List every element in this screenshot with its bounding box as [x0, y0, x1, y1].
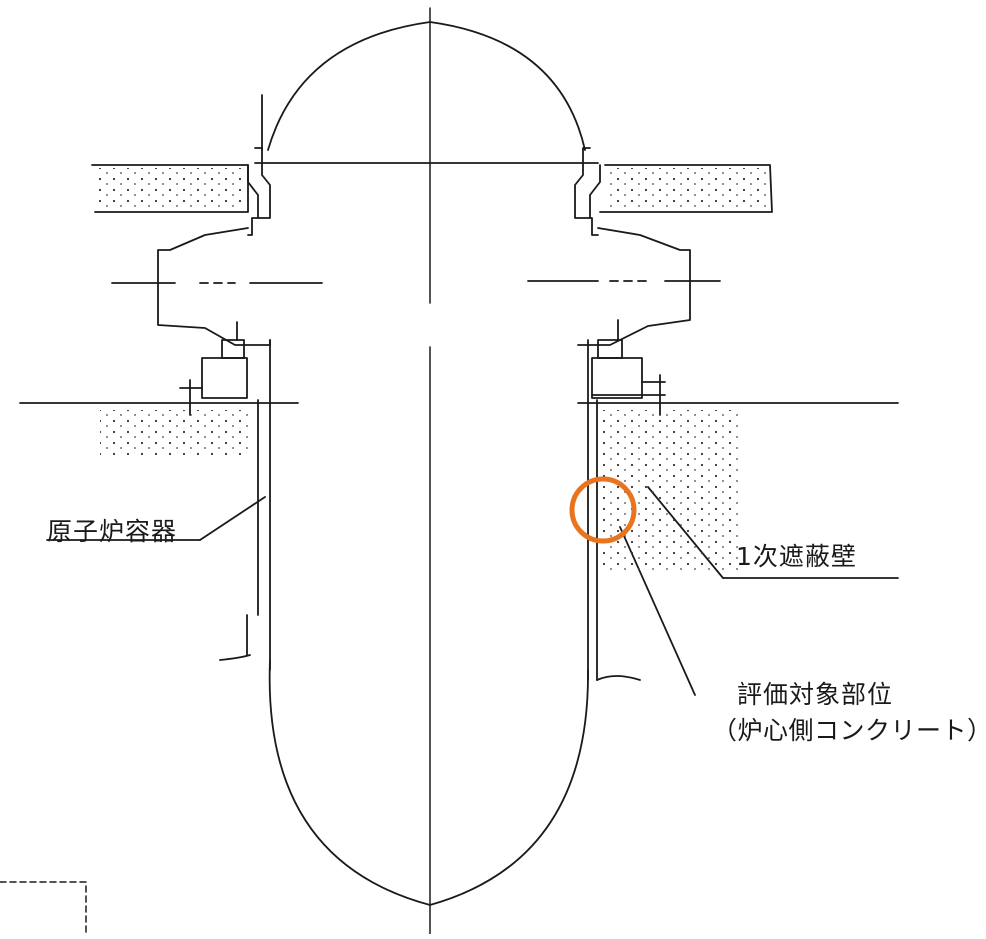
right-floor-slab [599, 164, 773, 213]
left-nozzle-block [157, 227, 271, 346]
left-support-block [201, 357, 248, 399]
vessel-leader-line [199, 496, 266, 541]
reactor-vessel-label: 原子炉容器 [47, 517, 178, 546]
evaluation-target-label: 評価対象部位 [737, 680, 894, 709]
left-seal-ledge [247, 147, 271, 236]
right-support-block [591, 357, 643, 399]
vessel-head-dome [267, 21, 586, 151]
evaluation-target-sublabel: （炉心側コンクリート） [712, 716, 986, 745]
primary-shield-wall-label: 1次遮蔽壁 [736, 542, 857, 571]
vessel-bottom-head [268, 659, 589, 906]
evaluation-target-highlight [569, 476, 637, 544]
right-seal-ledge [574, 147, 599, 236]
left-floor-slab [91, 164, 249, 213]
dashed-box [0, 881, 87, 935]
right-nozzle-block [577, 227, 691, 346]
